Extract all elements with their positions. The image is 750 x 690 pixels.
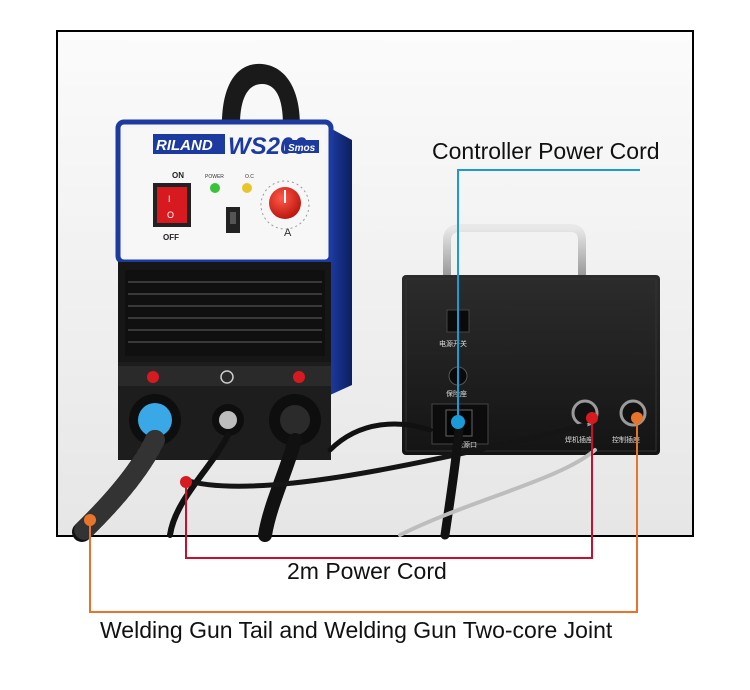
power-indicator-light	[210, 183, 220, 193]
pointer-controller-power-cord	[451, 169, 640, 429]
port-power-label: 电源口	[456, 440, 477, 449]
switch-on-label: ON	[172, 171, 184, 180]
port-welder-label: 焊机插座	[565, 435, 593, 444]
welder-unit: RILAND WS200 Smos ON I O OFF POWER O.C A	[115, 119, 352, 460]
controller-switch-label: 电源开关	[439, 339, 467, 348]
indicator-oc-label: O.C	[245, 174, 254, 180]
svg-text:I: I	[168, 194, 171, 204]
svg-text:O: O	[167, 210, 174, 220]
indicator-power-label: POWER	[205, 174, 224, 180]
port-control-label: 控制插座	[612, 435, 640, 444]
fuse-label: 保险座	[446, 389, 467, 398]
welder-brand: RILAND	[156, 137, 213, 154]
label-2m-power-cord: 2m Power Cord	[287, 558, 447, 584]
current-unit-label: A	[284, 227, 292, 239]
welder-model-suffix: Smos	[288, 143, 316, 154]
pointer-gun-joint	[84, 412, 643, 613]
overheat-indicator-light	[242, 183, 252, 193]
label-controller-power-cord: Controller Power Cord	[432, 138, 660, 164]
controller-box: 电源开关 保险座 电源口 焊机插座 控制插座	[402, 224, 660, 455]
switch-off-label: OFF	[163, 233, 179, 242]
gun-connector	[138, 403, 172, 437]
torch-holder	[222, 63, 300, 125]
pointer-2m-power-cord	[180, 412, 598, 559]
label-gun-joint: Welding Gun Tail and Welding Gun Two-cor…	[100, 617, 613, 643]
